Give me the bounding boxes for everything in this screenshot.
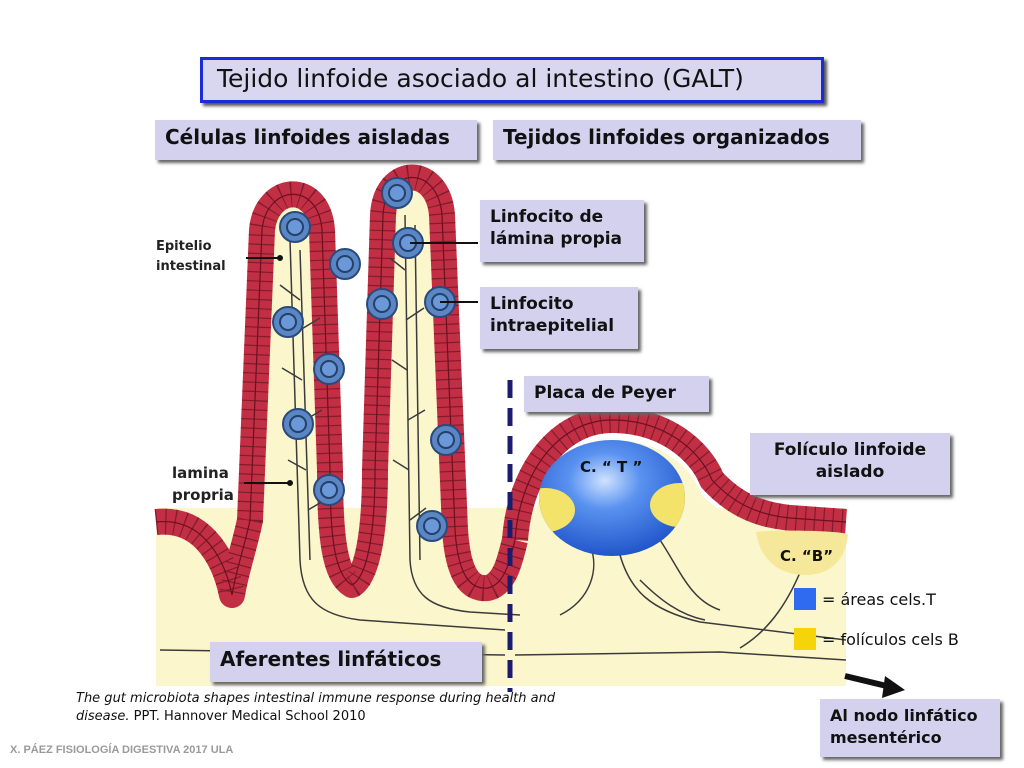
lymphocyte <box>272 306 304 338</box>
label-line: Folículo linfoide <box>773 440 927 460</box>
mesenteric-node-label: Al nodo linfático mesentérico <box>820 699 1000 757</box>
credit-text: g health and <box>472 691 556 706</box>
label-line: Linfocito <box>490 294 574 314</box>
label-line: lámina propia <box>490 229 623 249</box>
legend-item-t: = áreas cels.T <box>794 588 959 610</box>
epithelium-label: Epitelio intestinal <box>156 237 226 277</box>
label-line: Epitelio <box>156 239 212 254</box>
lymphocyte <box>381 177 413 209</box>
lymphocyte <box>366 288 398 320</box>
label-line: mesentérico <box>830 728 942 747</box>
label-line: intestinal <box>156 259 226 274</box>
lymphocyte <box>313 474 345 506</box>
lymphocyte <box>313 353 345 385</box>
credit-line-2: disease. PPT. Hannover Medical School 20… <box>76 708 636 726</box>
isolated-follicle-label: Folículo linfoide aislado <box>750 433 950 495</box>
label-line: Al nodo linfático <box>830 706 978 725</box>
credit-text: PPT. Hannover Medical School 2010 <box>129 709 366 724</box>
afferent-lymphatics-tag: Aferentes linfáticos <box>210 642 482 682</box>
lymphocyte <box>279 211 311 243</box>
legend-swatch-t <box>794 588 816 610</box>
label-line: lamina <box>172 464 229 482</box>
lamina-propria-label: lamina propria <box>172 462 234 506</box>
legend-swatch-b <box>794 628 816 650</box>
credit-text: The gut microbiota shapes intestinal imm… <box>76 691 473 706</box>
label-line: intraepitelial <box>490 316 615 336</box>
label-line: aislado <box>815 462 885 482</box>
page-title: Tejido linfoide asociado al intestino (G… <box>200 57 824 103</box>
label-line: propria <box>172 486 234 504</box>
lamina-propia-lymphocyte-label: Linfocito de lámina propia <box>480 200 644 262</box>
t-zone-label: C. “ T ” <box>580 458 643 476</box>
b-zone-label: C. “B” <box>780 547 834 565</box>
legend-text: = áreas cels.T <box>822 589 936 609</box>
footer-author: X. PÁEZ FISIOLOGÍA DIGESTIVA 2017 ULA <box>10 744 234 756</box>
lymphocyte <box>416 510 448 542</box>
b-follicle <box>756 530 848 575</box>
arrow-to-node-icon <box>844 673 905 698</box>
peyer-patch-label: Placa de Peyer <box>524 376 709 412</box>
lymphocyte <box>282 408 314 440</box>
legend-text: = folículos cels B <box>822 629 959 649</box>
pointer-lines <box>244 242 478 486</box>
legend: = áreas cels.T = folículos cels B <box>794 588 959 650</box>
intraepithelial-lymphocyte-label: Linfocito intraepitelial <box>480 287 638 349</box>
legend-item-b: = folículos cels B <box>794 628 959 650</box>
isolated-cells-tag: Células linfoides aisladas <box>155 120 477 160</box>
lymphocyte <box>329 248 361 280</box>
organized-tissues-tag: Tejidos linfoides organizados <box>493 120 861 160</box>
credit-line-1: The gut microbiota shapes intestinal imm… <box>76 690 636 708</box>
source-credit: The gut microbiota shapes intestinal imm… <box>76 690 636 726</box>
intestinal-epithelium <box>154 164 847 608</box>
label-line: Linfocito de <box>490 207 604 227</box>
lymphocyte <box>430 424 462 456</box>
t-cell-area <box>539 440 685 556</box>
credit-text: disease. <box>76 709 130 724</box>
lymphocytes <box>272 177 462 542</box>
